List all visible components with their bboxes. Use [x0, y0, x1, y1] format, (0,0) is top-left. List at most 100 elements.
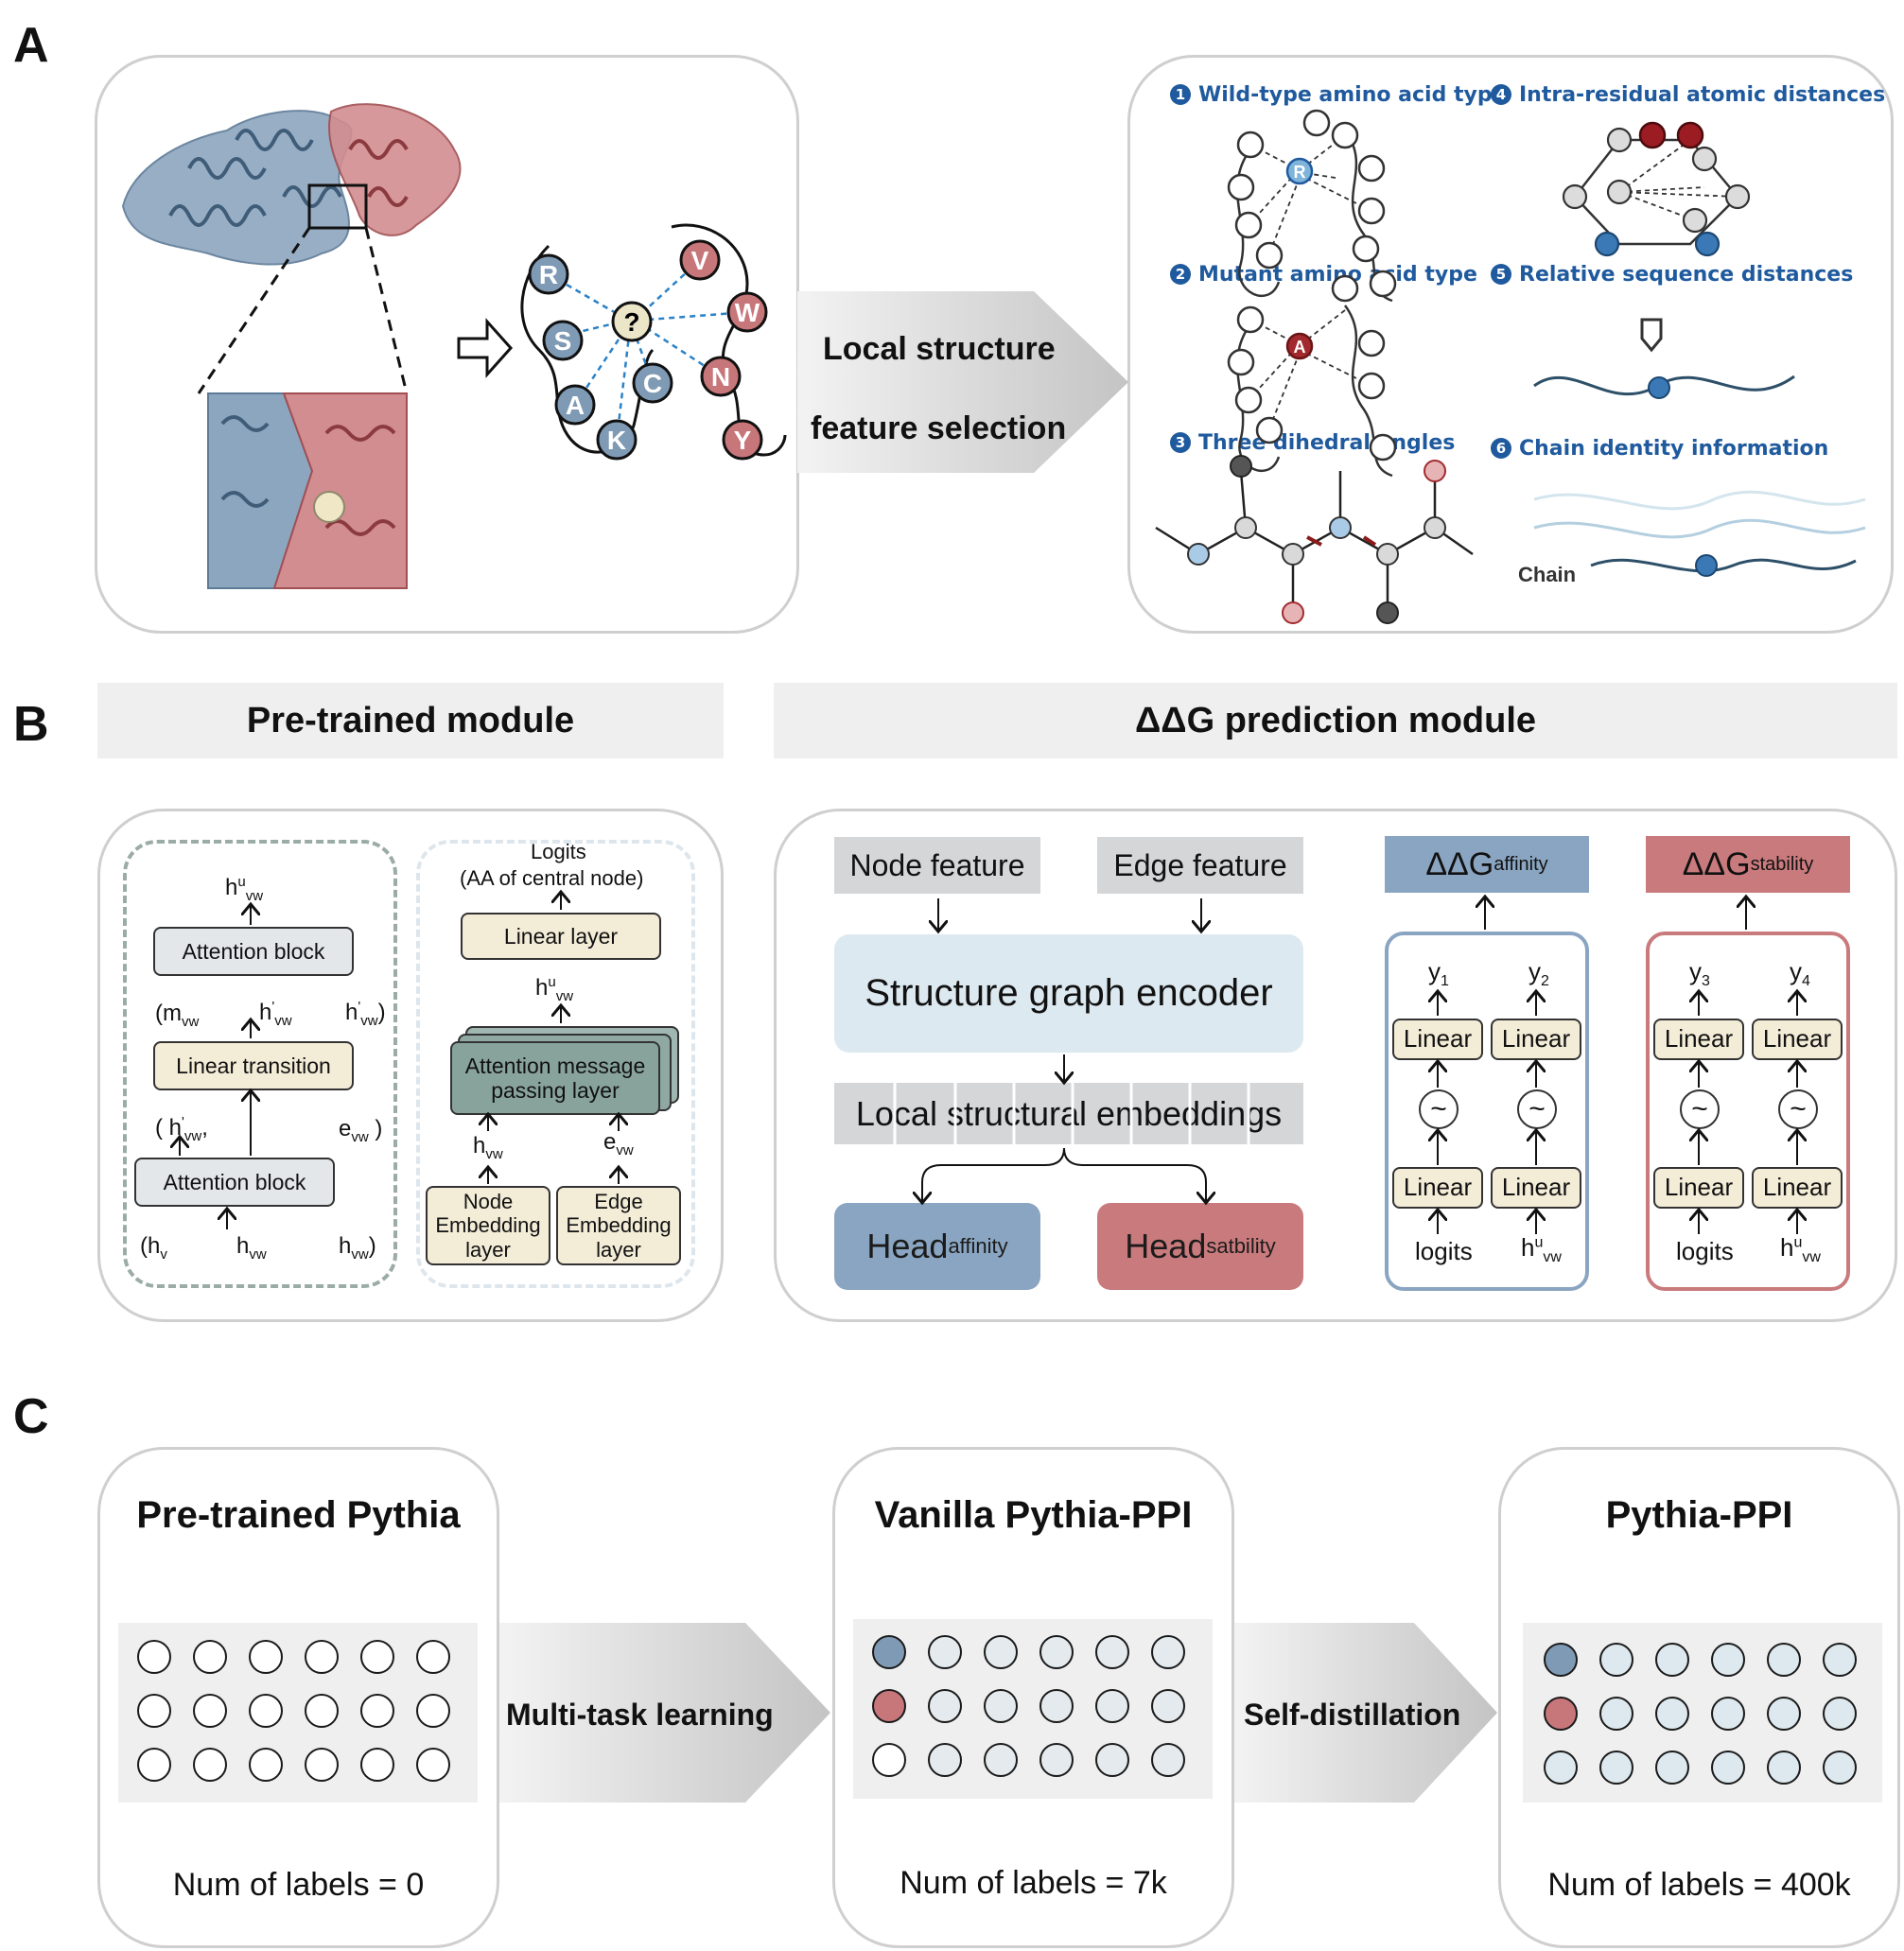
- label-dot-empty: [360, 1640, 394, 1674]
- stage-pretrained-labels: Num of labels = 0: [172, 1867, 425, 1903]
- label-dot-empty: [360, 1694, 394, 1728]
- stage-vanilla-title: Vanilla Pythia-PPI: [874, 1494, 1193, 1536]
- hprime-vw-row3: ( h'vw,: [155, 1114, 208, 1144]
- selfdistill-label: Self-distillation: [1244, 1698, 1461, 1732]
- label-dot-empty: [872, 1743, 906, 1777]
- blue-residue-r: [528, 253, 569, 295]
- hprime-vw-right: h'vw): [345, 999, 386, 1029]
- affinity-hu-label: huvw: [1521, 1233, 1562, 1266]
- pretrained-module-header: Pre-trained module: [97, 683, 724, 758]
- affinity-logits-label: logits: [1415, 1237, 1473, 1265]
- local-structural-embeddings: Local structural embeddings: [834, 1083, 1303, 1144]
- attention-block-top: Attention block: [153, 927, 354, 976]
- label-dot-red: [872, 1689, 906, 1723]
- affinity-linear-top-2: Linear: [1491, 1019, 1581, 1060]
- residue-center: ?: [611, 301, 653, 342]
- label-dot-pale_blue: [1655, 1697, 1689, 1731]
- stability-head-frame: [1646, 932, 1850, 1291]
- label-dot-empty: [416, 1694, 450, 1728]
- label-dot-pale_blue: [1599, 1751, 1633, 1785]
- label-dot-pale_blue: [1767, 1643, 1801, 1677]
- feature-selection-arrow: [797, 291, 1128, 473]
- affinity-activation-2: ~: [1517, 1089, 1557, 1129]
- label-dot-light: [1039, 1635, 1074, 1669]
- affinity-activation-1: ~: [1419, 1089, 1459, 1129]
- label-dot-pale_blue: [1711, 1751, 1745, 1785]
- multitask-arrow: [499, 1623, 830, 1803]
- blue-residue-label: R: [539, 260, 558, 289]
- label-dot-light: [928, 1635, 962, 1669]
- h-v-label: (hv: [140, 1233, 167, 1263]
- linear-layer-box: Linear layer: [461, 913, 661, 960]
- label-dot-empty: [305, 1748, 339, 1782]
- affinity-head-frame: [1385, 932, 1589, 1291]
- red-residue-label: W: [735, 298, 760, 327]
- label-dot-blue: [1544, 1643, 1578, 1677]
- label-dot-light: [1151, 1743, 1185, 1777]
- svg-text:?: ?: [623, 307, 639, 337]
- red-residue-w: [726, 291, 768, 333]
- red-residue-label: N: [711, 362, 730, 392]
- sequence-wave: [1533, 318, 1795, 399]
- label-dot-pale_blue: [1767, 1697, 1801, 1731]
- h-vw-input: hvw: [473, 1133, 503, 1162]
- blue-residue-label: C: [643, 369, 662, 398]
- label-dot-empty: [249, 1694, 283, 1728]
- blue-residue-c: [632, 362, 673, 404]
- blue-residue-s: [542, 320, 584, 361]
- panel-letter-c: C: [13, 1389, 49, 1444]
- stability-linear-bottom-1: Linear: [1653, 1167, 1744, 1209]
- blue-residue-k: [596, 419, 638, 461]
- label-dot-empty: [249, 1748, 283, 1782]
- svg-text:R: R: [1294, 163, 1306, 182]
- label-dot-empty: [360, 1748, 394, 1782]
- stability-hu-label: huvw: [1780, 1233, 1821, 1266]
- chain-label: Chain: [1518, 563, 1577, 586]
- label-dot-pale_blue: [1655, 1643, 1689, 1677]
- svg-text:A: A: [1294, 338, 1306, 357]
- label-dot-pale_blue: [1823, 1643, 1857, 1677]
- protein-illustration: [121, 103, 514, 589]
- stage-pretrained-title: Pre-trained Pythia: [136, 1494, 461, 1536]
- label-dot-empty: [305, 1640, 339, 1674]
- label-dot-empty: [193, 1640, 227, 1674]
- affinity-linear-bottom-2: Linear: [1491, 1167, 1581, 1209]
- blue-residue-label: K: [607, 426, 626, 455]
- label-dot-empty: [137, 1694, 171, 1728]
- label-dot-empty: [416, 1640, 450, 1674]
- message-passing-frame: [416, 840, 695, 1288]
- label-dot-blue: [872, 1635, 906, 1669]
- label-dot-light: [1095, 1635, 1129, 1669]
- mutant-graph: A: [1227, 274, 1397, 478]
- ddg-module-box: [774, 809, 1897, 1322]
- label-dot-light: [984, 1689, 1018, 1723]
- feature-illustrations: R A: [1155, 109, 1866, 624]
- label-dot-light: [1151, 1689, 1185, 1723]
- label-dot-light: [984, 1743, 1018, 1777]
- attention-stack-frame: [123, 840, 397, 1288]
- stage-final-labels: Num of labels = 400k: [1547, 1867, 1851, 1903]
- label-dot-pale_blue: [1823, 1697, 1857, 1731]
- zoom-rect: [307, 183, 368, 230]
- h-vw-label: hvw: [236, 1233, 267, 1263]
- protein-blue-chain: [121, 110, 353, 266]
- label-dot-light: [1039, 1743, 1074, 1777]
- blue-residue-a: [554, 384, 596, 426]
- affinity-linear-bottom-1: Linear: [1392, 1167, 1483, 1209]
- structure-graph-encoder: Structure graph encoder: [834, 934, 1303, 1053]
- red-residue-label: Y: [734, 426, 752, 455]
- y1-label: y1: [1428, 957, 1449, 990]
- red-residue-y: [722, 419, 763, 461]
- label-dot-light: [1095, 1689, 1129, 1723]
- zoom-inset: [207, 392, 408, 589]
